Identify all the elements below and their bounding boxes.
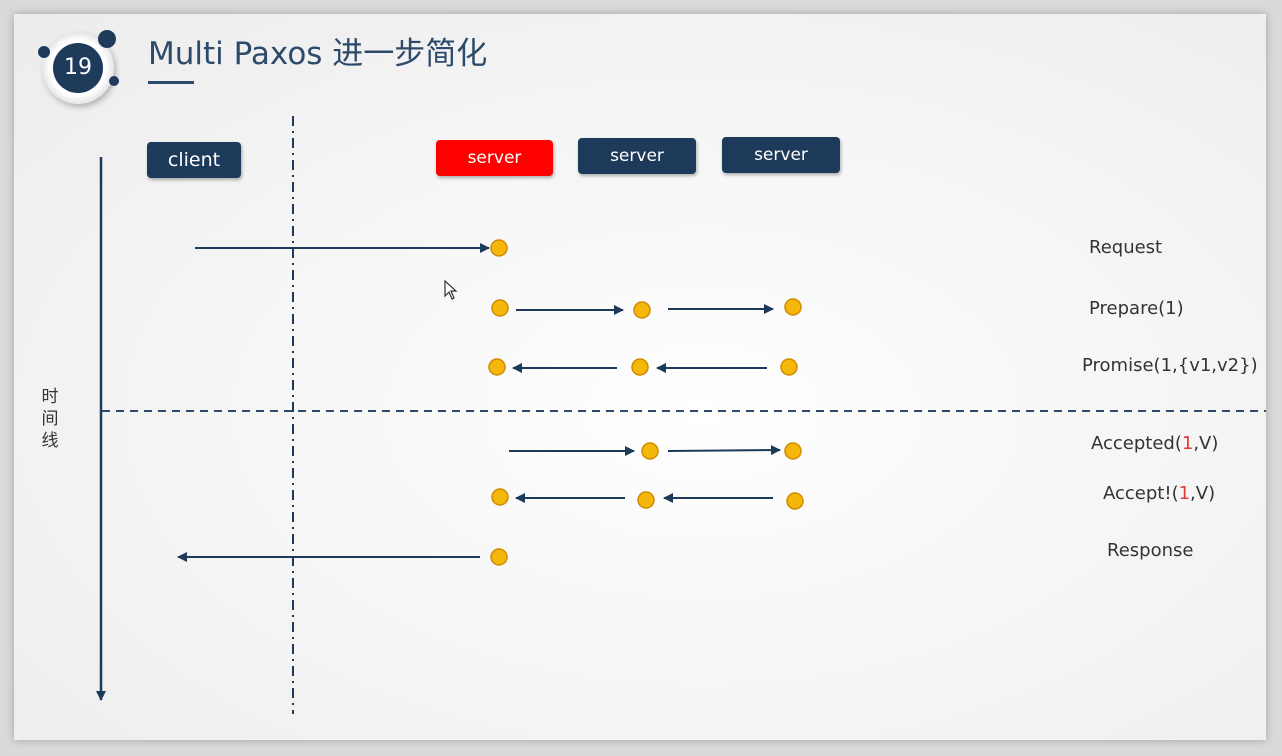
label-prepare: Prepare(1) [1089,298,1184,319]
badge-dot-right [109,76,119,86]
label-accept-prefix: Accept!( [1103,483,1179,504]
label-accepted-suffix: ,V) [1193,433,1219,454]
label-accept: Accept!(1,V) [1103,483,1215,504]
mouse-cursor-icon [444,280,458,300]
dot-prepare-s2 [633,301,651,319]
dot-prepare-leader [491,299,509,317]
arrow-accepted-2 [667,445,781,456]
slide-number: 19 [53,43,103,93]
dot-prepare-s3 [784,298,802,316]
slide: 19 Multi Paxos 进一步简化 client server serve… [14,14,1266,740]
badge-dot-top [98,30,116,48]
slide-title: Multi Paxos 进一步简化 [148,36,488,72]
badge-dot-left [38,46,50,58]
dot-accept-s2 [637,491,655,509]
slide-number-badge: 19 [38,30,119,104]
dot-promise-leader [488,358,506,376]
client-node: client [147,142,241,178]
label-accept-number: 1 [1178,483,1191,504]
dot-promise-s2 [631,358,649,376]
leader-server-node: server [436,140,553,176]
label-accepted-prefix: Accepted( [1091,433,1182,454]
dot-request-leader [490,239,508,257]
dot-promise-s3 [780,358,798,376]
timeline-label: 时 间 线 [41,387,59,451]
dot-accepted-s3 [784,442,802,460]
label-response: Response [1107,540,1194,561]
server-node-3: server [722,137,840,173]
label-request: Request [1089,237,1163,258]
dot-accept-leader [491,488,509,506]
label-promise: Promise(1,{v1,v2}) [1082,355,1258,376]
label-accepted: Accepted(1,V) [1091,433,1218,454]
dot-response-leader [490,548,508,566]
label-accepted-number: 1 [1181,433,1194,454]
dot-accept-s3 [786,492,804,510]
server-node-2: server [578,138,696,174]
sequence-diagram [96,116,1266,714]
dot-accepted-s2 [641,442,659,460]
label-accept-suffix: ,V) [1190,483,1216,504]
title-underline [148,81,194,84]
